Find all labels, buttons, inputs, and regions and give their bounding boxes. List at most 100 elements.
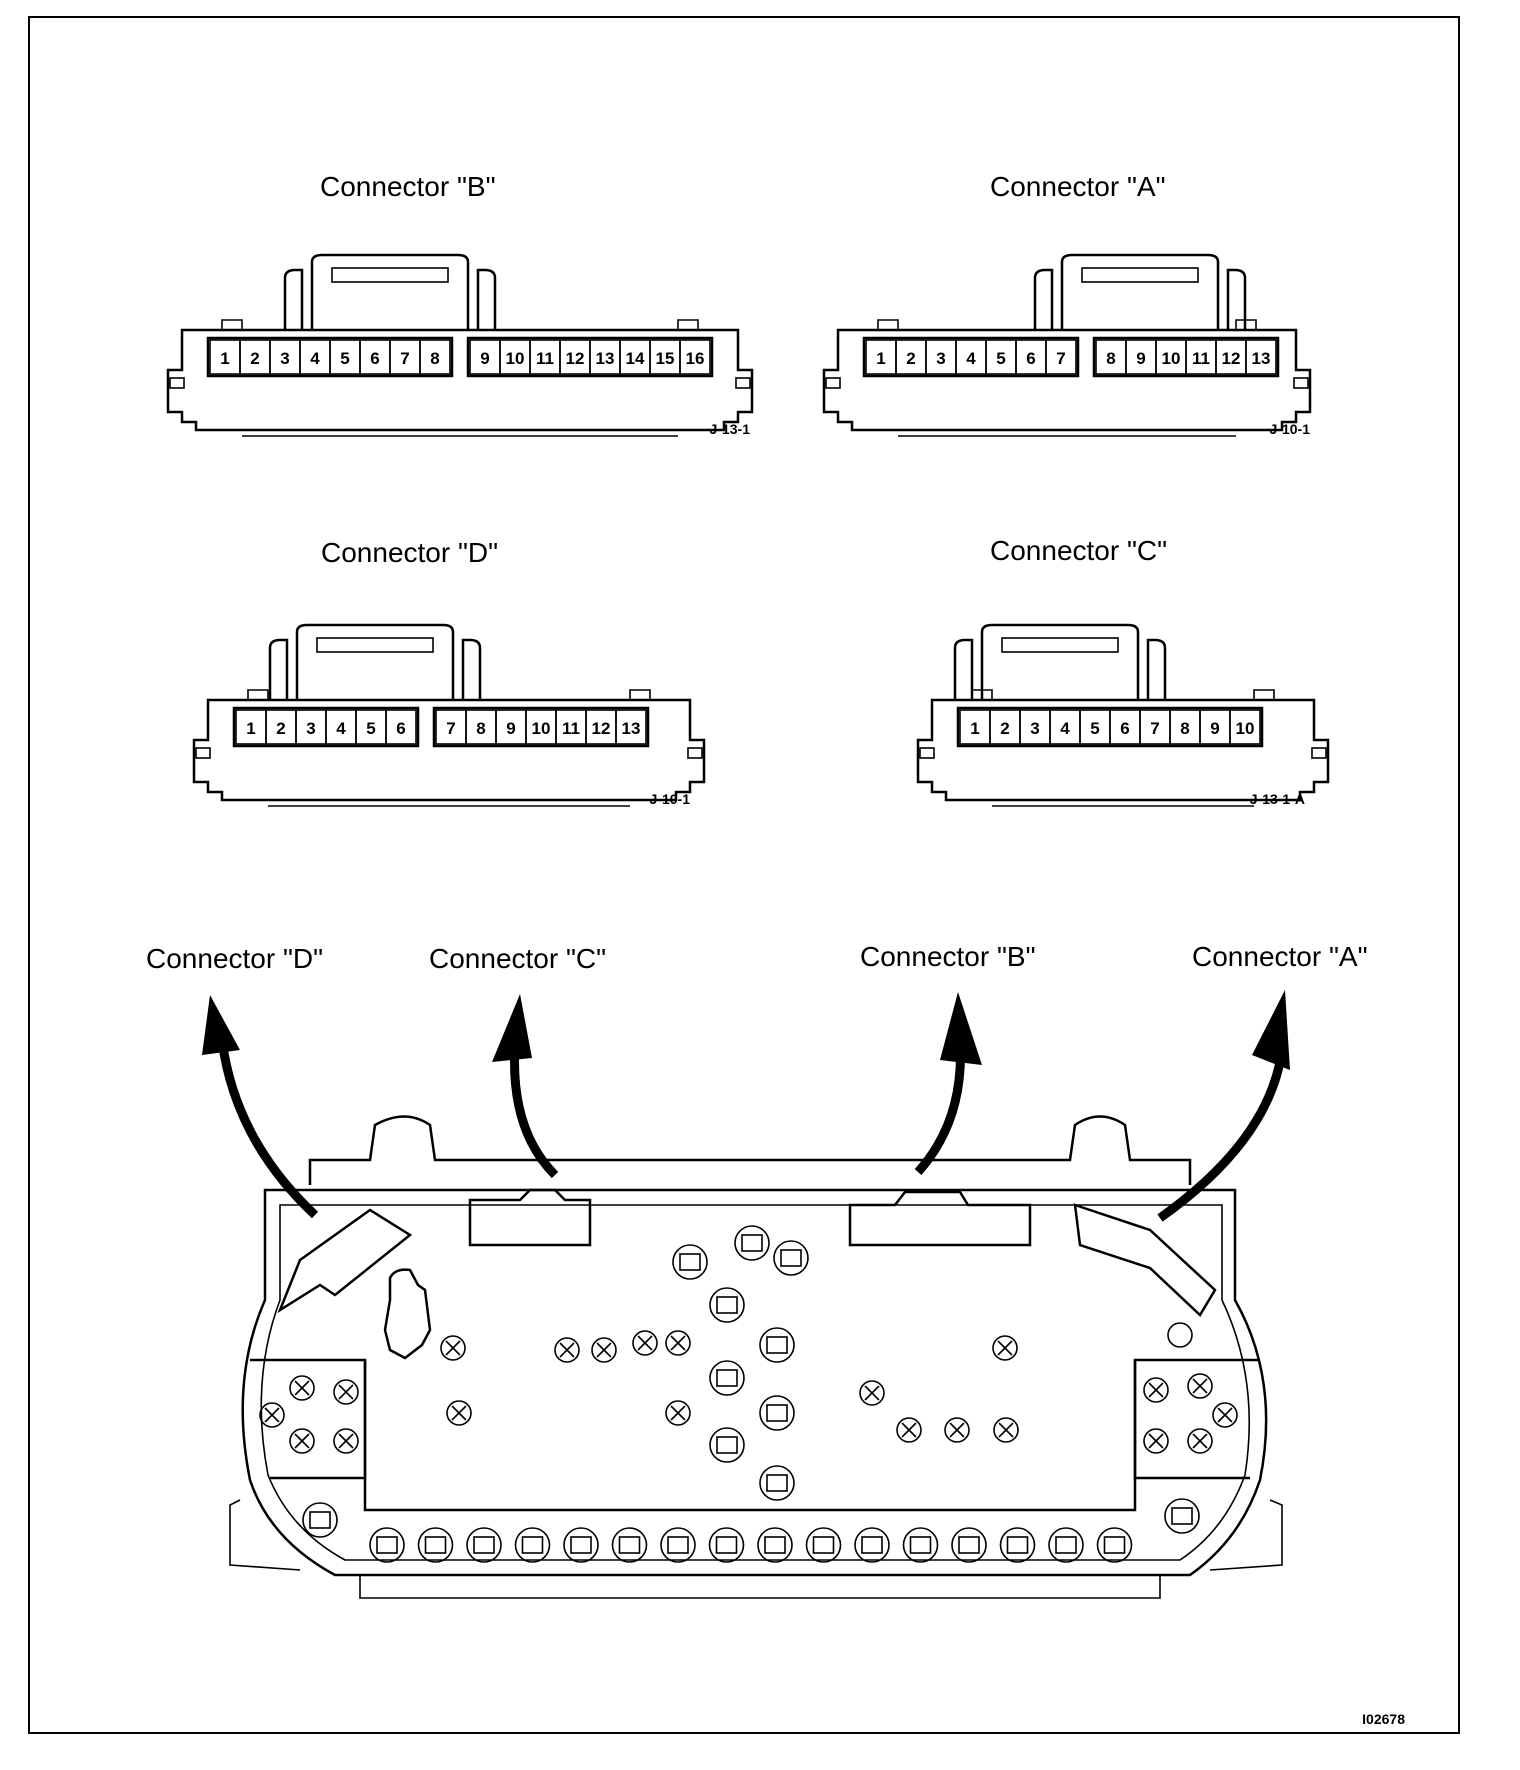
bulb-socket-icon [902,1527,939,1563]
pin-number: 11 [536,349,554,368]
pin-cell [1045,339,1077,375]
pin-number: 6 [1026,349,1035,368]
bulb-socket-icon [759,1327,795,1363]
pin-number: 11 [1192,349,1210,368]
bulb-socket-icon [999,1527,1036,1563]
pin-group-frame [956,706,1264,748]
bulb-socket-icon [708,1527,745,1563]
pin-number: 9 [1210,719,1219,738]
instrument-cluster-back [229,1115,1283,1599]
pin-number: 8 [476,719,485,738]
bulb-socket-icon [759,1395,795,1431]
pin-group-frame [466,336,714,378]
arrow-to-connector-c [492,994,559,1179]
housing-bump [1253,689,1275,700]
pin-number: 6 [370,349,379,368]
label-connector-d: Connector "D" [321,537,498,568]
arrow-to-connector-d [202,995,319,1219]
pin-group-frame [232,706,420,748]
label-bottom-connector-d: Connector "D" [146,943,323,974]
pin-number: 14 [626,349,645,368]
pin-number: 16 [686,349,705,368]
screw-icon [1143,1377,1169,1403]
pin-number: 6 [396,719,405,738]
pin-number: 7 [1056,349,1065,368]
pin-number: 5 [366,719,375,738]
bulb-socket-icon [709,1287,745,1323]
pin-number: 1 [970,719,979,738]
bulb-socket-icon [369,1527,405,1563]
arrow-to-connector-b [914,992,982,1176]
bulb-socket-icon [854,1527,890,1563]
housing-bump [247,689,269,700]
pin-number: 1 [876,349,885,368]
label-bottom-connector-c: Connector "C" [429,943,606,974]
pin-number: 8 [1180,719,1189,738]
arrow-to-connector-a [1157,990,1290,1222]
connector-code: J-10-1 [1270,421,1311,437]
bulb-socket-icon [672,1244,708,1280]
pin-number: 2 [276,719,285,738]
bulb-socket-icon [757,1527,793,1563]
bulb-socket-icon [805,1527,842,1563]
pin-number: 13 [1252,349,1271,368]
pin-cell [419,339,451,375]
bulb-socket-icon [1096,1527,1133,1563]
connector-housing [192,698,706,802]
pin-number: 3 [1030,719,1039,738]
label-bottom-connector-a: Connector "A" [1192,941,1368,972]
pin-number: 12 [566,349,585,368]
screw-icon [554,1337,580,1363]
bulb-socket-icon [563,1527,599,1563]
pin-number: 9 [480,349,489,368]
pin-number: 5 [340,349,349,368]
pin-group-frame [432,706,650,748]
pin-number: 3 [306,719,315,738]
bulb-socket-icon [1048,1527,1084,1563]
side-tab [825,377,841,389]
connector-latch [268,623,482,700]
pin-cell [679,339,711,375]
connector-code: J-10-1 [650,791,691,807]
label-connector-b: Connector "B" [320,171,496,202]
pin-number: 10 [506,349,525,368]
pin-number: 12 [592,719,611,738]
screw-icon [665,1330,691,1356]
screw-icon [1187,1373,1213,1399]
screw-icon [632,1330,658,1356]
side-tab [1293,377,1309,389]
pin-number: 7 [400,349,409,368]
housing-bump [629,689,651,700]
pin-cell [1245,339,1277,375]
screw-icon [289,1428,315,1454]
bulb-socket-icon [709,1360,745,1396]
pin-group-frame [1092,336,1280,378]
screw-icon [333,1379,359,1405]
figure-id: I02678 [1362,1711,1405,1727]
pin-number: 2 [250,349,259,368]
pin-number: 13 [622,719,641,738]
pin-number: 8 [1106,349,1115,368]
pin-group-frame [862,336,1080,378]
bulb-socket-icon [773,1240,809,1276]
side-tab [195,747,211,759]
latch-window [1001,637,1119,653]
screw-icon [1143,1428,1169,1454]
pin-group-frame [206,336,454,378]
pin-number: 9 [506,719,515,738]
label-connector-a: Connector "A" [990,171,1166,202]
connector-housing [166,328,754,432]
pin-number: 3 [936,349,945,368]
pin-number: 5 [996,349,1005,368]
pin-number: 10 [1236,719,1255,738]
pin-number: 7 [446,719,455,738]
screw-icon [440,1335,466,1361]
pin-number: 12 [1222,349,1241,368]
screw-icon [289,1375,315,1401]
connector-latch [953,623,1167,700]
screw-icon [944,1417,970,1443]
screw-icon [446,1400,472,1426]
